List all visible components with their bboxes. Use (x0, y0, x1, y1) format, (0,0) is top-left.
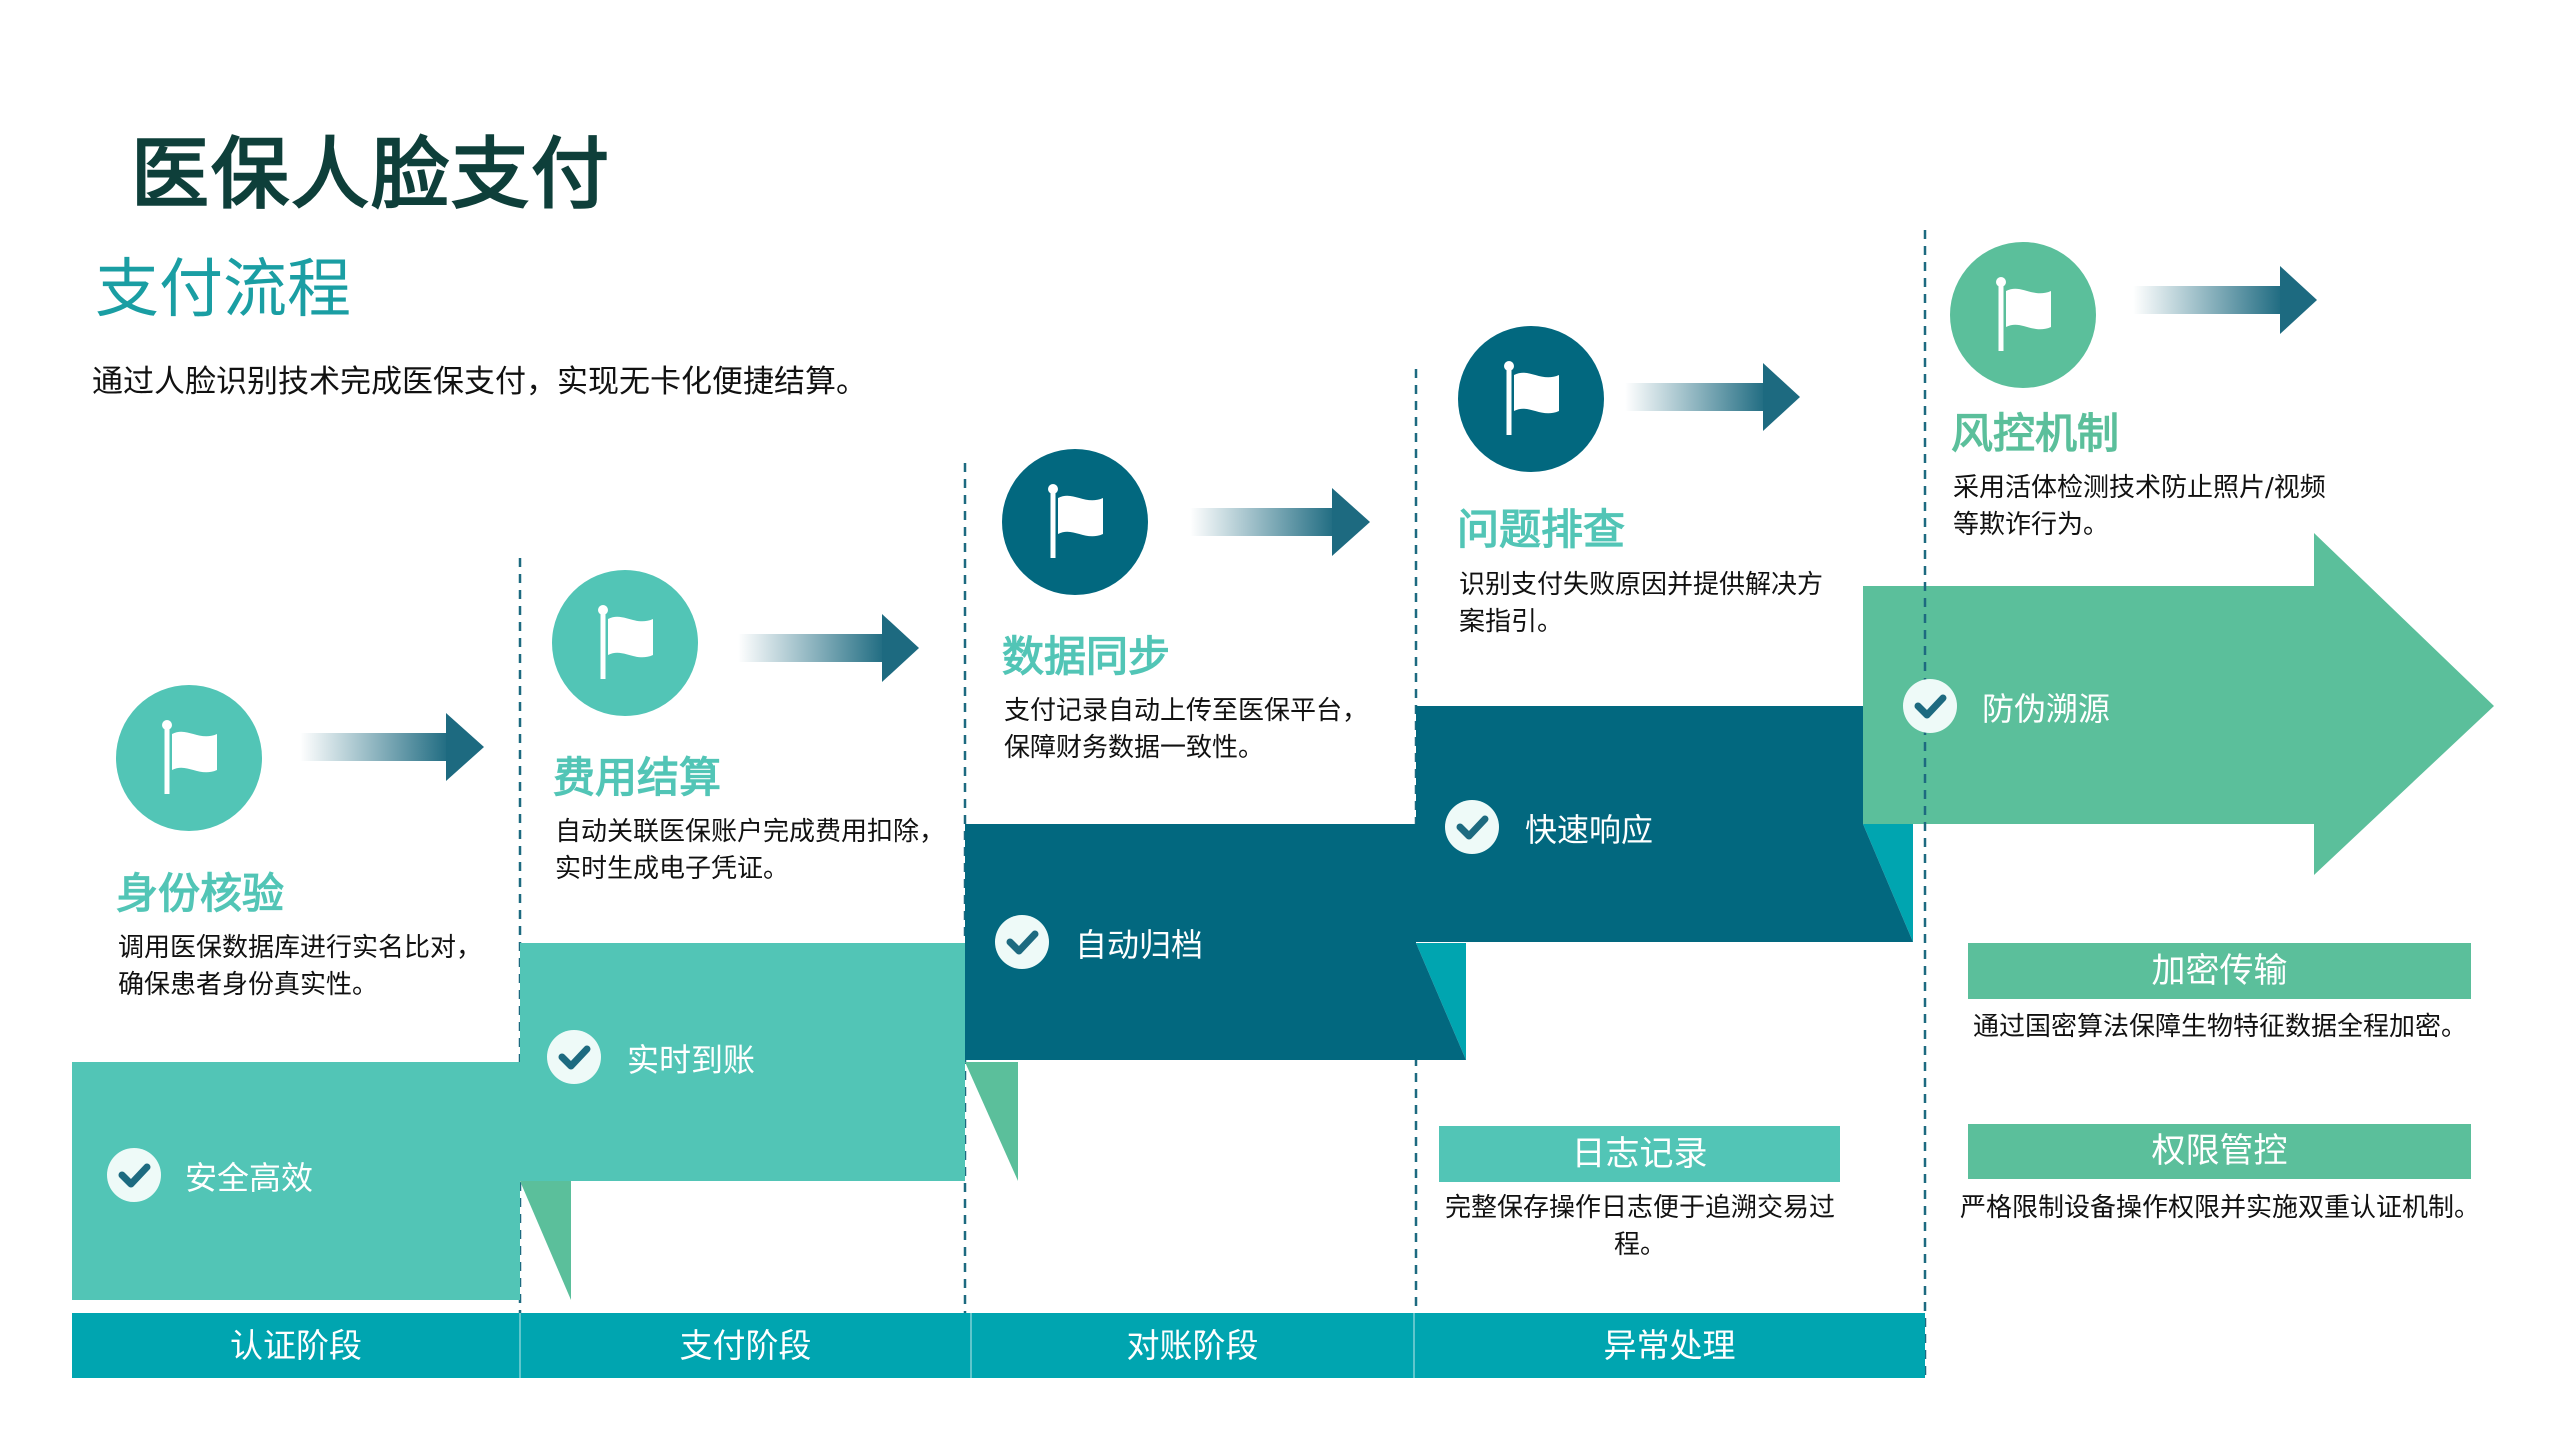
step-desc-line: 实时生成电子凭证。 (555, 854, 790, 884)
tag-desc-line: 完整保存操作日志便于追溯交易过 (1444, 1193, 1835, 1223)
flag-icon (1950, 242, 2096, 388)
step-5-big-arrow (1863, 533, 2494, 875)
tag-bar-permission (1968, 1124, 2471, 1179)
step-4-block (1416, 706, 1913, 942)
step-title: 问题排查 (1457, 505, 1626, 554)
step-2-fold (965, 1062, 1018, 1181)
step-desc-line: 调用医保数据库进行实名比对， (118, 933, 483, 963)
step-desc-line: 案指引。 (1459, 607, 1564, 637)
flag-icon (1458, 326, 1604, 472)
step-desc: 自动关联医保账户完成费用扣除， 实时生成电子凭证。 (555, 814, 945, 888)
flag-icon (1002, 449, 1148, 595)
step-desc: 采用活体检测技术防止照片/视频等欺诈行为。 (1953, 470, 2326, 544)
step-desc-line: 自动关联医保账户完成费用扣除， (555, 817, 946, 847)
phase-label: 支付阶段 (679, 1326, 812, 1365)
tag-desc-line: 通过国密算法保障生物特征数据全程加密。 (1972, 1012, 2467, 1042)
step-desc: 调用医保数据库进行实名比对， 确保患者身份真实性。 (118, 930, 482, 1004)
phase-label: 异常处理 (1603, 1326, 1736, 1365)
tag-desc: 通过国密算法保障生物特征数据全程加密。 (1950, 1009, 2490, 1046)
check-label: 自动归档 (1075, 926, 1204, 964)
step-desc-line: 识别支付失败原因并提供解决方 (1459, 570, 1824, 600)
flag-icon (552, 570, 698, 716)
step-desc-line: 等欺诈行为。 (1953, 510, 2110, 540)
step-title: 费用结算 (553, 753, 722, 802)
phase-bar (72, 1313, 1925, 1378)
check-icon (1903, 679, 1957, 733)
tag-bar-log (1439, 1126, 1840, 1182)
page-title: 医保人脸支付 (131, 130, 612, 220)
step-desc-line: 采用活体检测技术防止照片/视频 (1953, 473, 2326, 503)
check-icon (547, 1030, 601, 1084)
tag-desc-line: 严格限制设备操作权限并实施双重认证机制。 (1959, 1193, 2480, 1223)
tag-label: 加密传输 (2151, 951, 2288, 991)
step-3-block (965, 824, 1466, 1060)
arrow-right-icon (1190, 488, 1370, 556)
arrow-right-icon (300, 713, 484, 781)
check-icon (107, 1148, 161, 1202)
flag-icon (116, 685, 262, 831)
check-label: 安全高效 (185, 1159, 314, 1197)
step-desc-line: 支付记录自动上传至医保平台， (1004, 696, 1369, 726)
section-subtitle: 支付流程 (95, 253, 351, 327)
tag-bar-encryption (1968, 943, 2471, 999)
tag-desc: 严格限制设备操作权限并实施双重认证机制。 (1945, 1190, 2495, 1227)
step-title: 数据同步 (1002, 632, 1171, 681)
arrow-right-icon (1625, 363, 1800, 431)
intro-text: 通过人脸识别技术完成医保支付，实现无卡化便捷结算。 (92, 364, 867, 400)
check-label: 快速响应 (1525, 811, 1654, 849)
step-desc-line: 确保患者身份真实性。 (118, 970, 379, 1000)
phase-label: 认证阶段 (230, 1326, 362, 1365)
tag-desc: 完整保存操作日志便于追溯交易过程。 (1425, 1190, 1855, 1264)
step-1-fold (520, 1181, 571, 1300)
step-desc: 识别支付失败原因并提供解决方案指引。 (1459, 567, 1823, 641)
check-label: 防伪溯源 (1982, 690, 2111, 728)
phase-label: 对账阶段 (1126, 1326, 1259, 1365)
check-icon (995, 915, 1049, 969)
tag-desc-line: 程。 (1613, 1230, 1666, 1260)
arrow-right-icon (738, 614, 919, 682)
step-desc: 支付记录自动上传至医保平台， 保障财务数据一致性。 (1004, 693, 1368, 767)
check-icon (1445, 800, 1499, 854)
tag-label: 日志记录 (1571, 1134, 1708, 1174)
check-label: 实时到账 (627, 1041, 756, 1079)
step-title: 身份核验 (116, 869, 285, 918)
step-title: 风控机制 (1951, 409, 2120, 458)
step-desc-line: 保障财务数据一致性。 (1004, 733, 1265, 763)
tag-label: 权限管控 (2151, 1131, 2288, 1171)
arrow-right-icon (2133, 266, 2317, 334)
